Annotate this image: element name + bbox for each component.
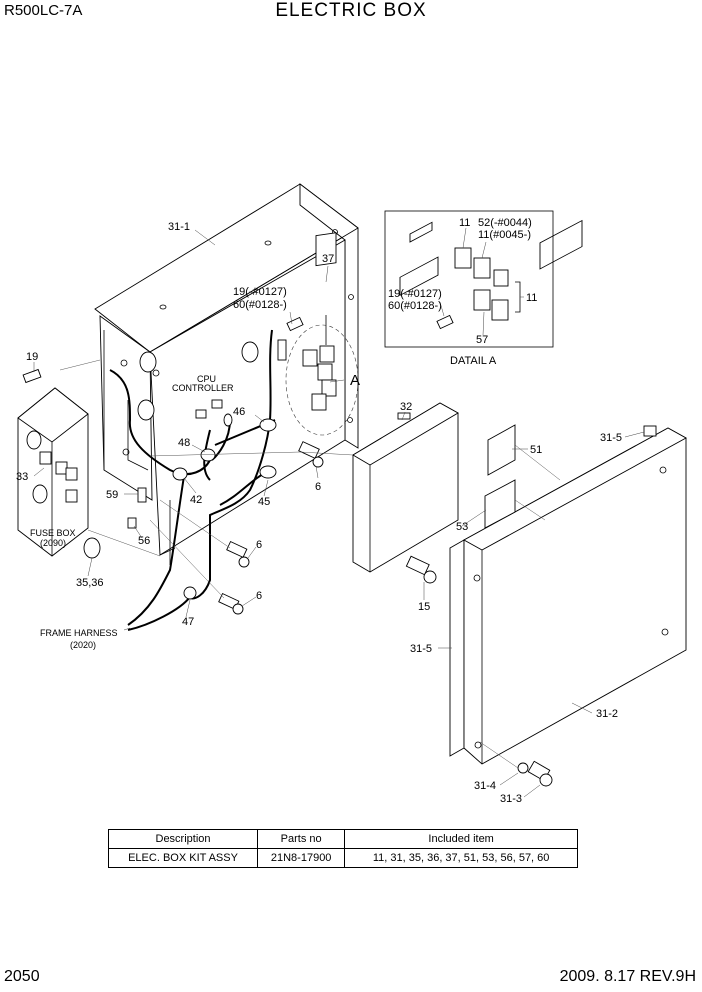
col-description: Description — [107, 829, 259, 849]
detail-callout-57: 57 — [476, 334, 488, 346]
callout-42: 42 — [190, 494, 202, 506]
callout-45: 45 — [258, 496, 270, 508]
callout-cpu-a: CPU — [197, 374, 216, 384]
detail-callout-11a: 11 — [459, 217, 470, 229]
detail-a-marker — [285, 324, 359, 436]
detail-callout-60: 60(#0128-) — [388, 300, 442, 312]
callout-fuse-a: FUSE BOX — [30, 528, 76, 538]
callout-cpu-b: CONTROLLER — [172, 383, 234, 393]
col-parts-no: Parts no — [257, 829, 346, 849]
relay-37 — [315, 232, 337, 345]
detail-callout-11b: 11(#0045-) — [478, 229, 531, 241]
kit-table: Description Parts no Included item ELEC.… — [107, 829, 578, 868]
callout-37: 37 — [322, 253, 334, 265]
label-53 — [484, 479, 516, 529]
cover-31-2 — [449, 219, 687, 765]
callout-fuse-b: (2090) — [40, 538, 66, 548]
model-code: R500LC-7A — [4, 2, 83, 19]
detail-callout-11c: 11 — [526, 292, 537, 304]
cpu-controller-32 — [352, 221, 459, 573]
callout-6b: 6 — [256, 539, 262, 551]
callout-59: 59 — [106, 489, 118, 501]
callout-31-5a: 31-5 — [600, 432, 622, 444]
callout-31-3: 31-3 — [500, 793, 522, 805]
callout-a: A — [350, 372, 360, 389]
cell-parts-no: 21N8-17900 — [257, 848, 346, 868]
callout-frame-b: (2020) — [70, 640, 96, 650]
callout-48: 48 — [178, 437, 190, 449]
wire-harness — [109, 329, 276, 631]
revision-date: 2009. 8.17 REV.9H — [559, 968, 696, 985]
callout-33: 33 — [16, 471, 28, 483]
callout-51: 51 — [530, 444, 542, 456]
callout-19: 19 — [26, 351, 38, 363]
bolt-31-3 — [517, 760, 553, 787]
relay-cluster — [302, 345, 337, 411]
callout-32: 32 — [400, 401, 412, 413]
callout-6c: 6 — [256, 590, 262, 602]
detail-a-frame — [384, 210, 554, 348]
cell-included-item: 11, 31, 35, 36, 37, 51, 53, 56, 57, 60 — [344, 848, 578, 868]
page-number: 2050 — [4, 968, 40, 985]
kit-table-header: Description Parts no Included item — [107, 829, 578, 849]
table-row: ELEC. BOX KIT ASSY 21N8-17900 11, 31, 35… — [107, 848, 578, 868]
screw-19-60 — [277, 316, 304, 361]
callout-19-60a: 19(-#0127) — [233, 286, 287, 298]
callout-47: 47 — [182, 616, 194, 628]
fuse-box — [17, 387, 101, 559]
callout-19-60b: 60(#0128-) — [233, 299, 287, 311]
callout-46: 46 — [233, 406, 245, 418]
leader-lines — [33, 227, 645, 798]
callout-frame-a: FRAME HARNESS — [40, 628, 118, 638]
callout-56: 56 — [138, 535, 150, 547]
detail-callout-19: 19(-#0127) — [388, 288, 442, 300]
callout-31-1: 31-1 — [168, 221, 190, 233]
bolt-15 — [405, 555, 437, 584]
callout-31-5b: 31-5 — [410, 643, 432, 655]
clamps — [127, 399, 277, 600]
callout-6a: 6 — [315, 481, 321, 493]
callout-31-2: 31-2 — [596, 708, 618, 720]
detail-a-relays — [436, 247, 521, 330]
screw-19 — [22, 368, 42, 384]
page-title: ELECTRIC BOX — [275, 0, 427, 21]
cell-description: ELEC. BOX KIT ASSY — [107, 848, 259, 868]
bolts-6 — [218, 441, 324, 615]
label-51 — [487, 424, 516, 476]
callout-35-36: 35,36 — [76, 577, 104, 589]
callout-53: 53 — [456, 521, 468, 533]
callout-15: 15 — [418, 601, 430, 613]
col-included-item: Included item — [344, 829, 578, 849]
callout-31-4: 31-4 — [474, 780, 496, 792]
detail-a-label: DATAIL A — [450, 355, 497, 367]
detail-callout-52: 52(-#0044) — [478, 217, 532, 229]
